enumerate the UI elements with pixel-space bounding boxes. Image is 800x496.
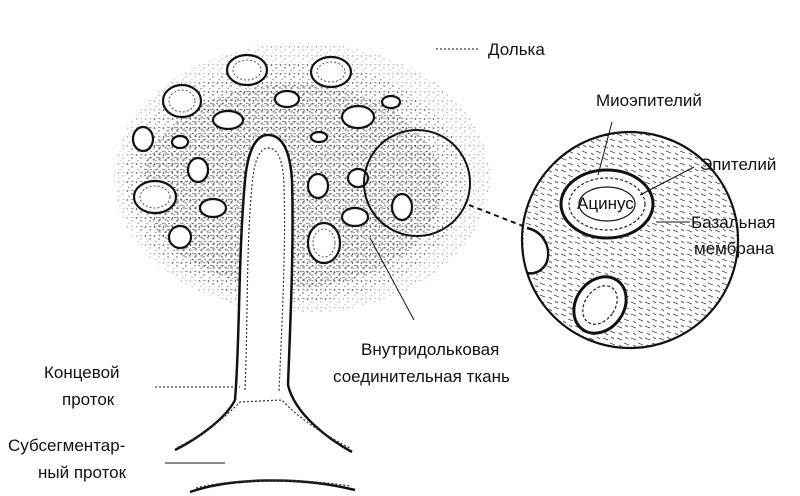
label-acinus: Ацинус <box>577 194 634 213</box>
label-basement-membrane-2: мембрана <box>694 239 775 258</box>
label-intralobular-2: соединительная ткань <box>333 367 510 386</box>
subsegmental-duct <box>190 480 355 492</box>
label-lobule: Долька <box>488 40 545 59</box>
label-myoepithelium: Миоэпителий <box>596 91 702 110</box>
label-basement-membrane-1: Базальная <box>691 213 776 232</box>
label-epithelium: Эпителий <box>700 155 776 174</box>
lobule-region <box>114 43 490 313</box>
label-subsegmental-duct-2: ный проток <box>38 463 127 482</box>
label-terminal-duct-2: проток <box>62 390 115 409</box>
label-terminal-duct-1: Концевой <box>44 363 120 382</box>
label-intralobular-1: Внутридольковая <box>361 340 499 359</box>
label-subsegmental-duct-1: Субсегментар- <box>8 436 125 455</box>
